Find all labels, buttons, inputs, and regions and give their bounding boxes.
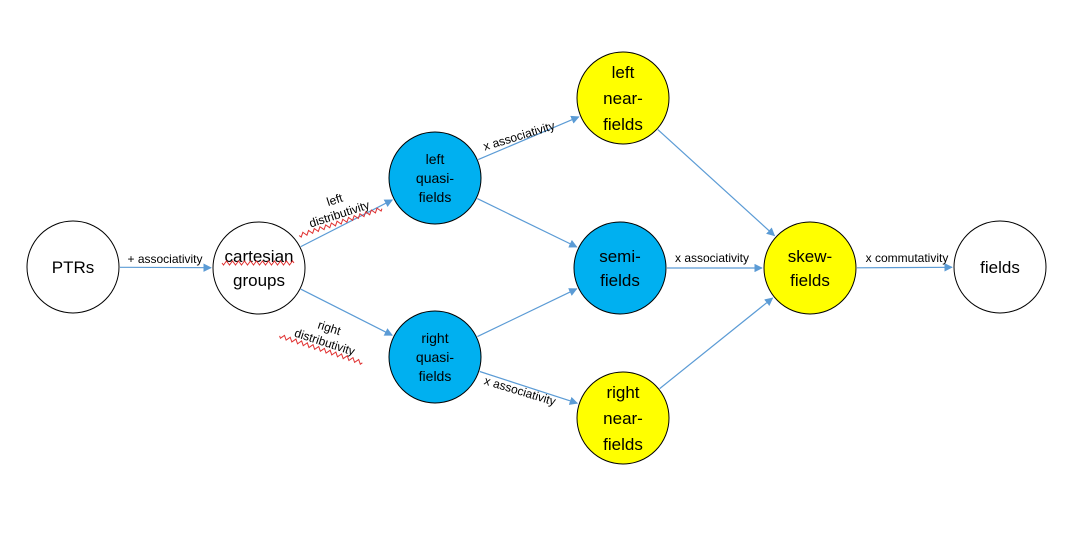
- edge-label: x associativity: [483, 373, 558, 408]
- node-label: right: [606, 383, 639, 402]
- edge-label-group: x associativity: [483, 373, 558, 408]
- node-label: left: [426, 151, 445, 167]
- node-label: skew-: [788, 247, 832, 266]
- edge-label: x commutativity: [866, 251, 949, 265]
- node-label: fields: [419, 368, 452, 384]
- edge-right-near-fields-to-skew-fields: [659, 297, 774, 390]
- edge-skew-fields-to-fields: [856, 263, 953, 272]
- node-label: left: [612, 63, 635, 82]
- edge-label: + associativity: [127, 252, 202, 266]
- edge-label: x associativity: [675, 251, 749, 265]
- node-cartesian-groups: cartesian groups: [212, 221, 306, 315]
- node-label: fields: [600, 271, 640, 290]
- node-skew-fields: skew-fields: [763, 221, 857, 315]
- node-circle: [26, 220, 120, 314]
- edge-label: x associativity: [482, 118, 557, 153]
- node-circle: [388, 310, 482, 404]
- edges-layer: [119, 115, 953, 405]
- node-circle: [388, 131, 482, 225]
- node-label: quasi-: [416, 170, 454, 186]
- edge-right-quasi-fields-to-semi-fields: [477, 288, 578, 338]
- node-label: PTRs: [52, 258, 95, 277]
- edge-label-group: x commutativity: [866, 251, 949, 265]
- node-right-quasi-fields: right quasi-fields: [388, 310, 482, 404]
- node-circle: [763, 221, 857, 315]
- edge-right-quasi-fields-to-right-near-fields: [479, 370, 579, 405]
- edge-left-quasi-fields-to-left-near-fields: [477, 115, 580, 161]
- spellcheck-underline: [221, 260, 295, 266]
- node-label: quasi-: [416, 349, 454, 365]
- node-circle: [576, 371, 670, 465]
- node-label: fields: [980, 258, 1020, 277]
- spellcheck-underline: [298, 207, 383, 238]
- edge-left-near-fields-to-skew-fields: [657, 129, 776, 237]
- node-circle: [576, 51, 670, 145]
- nodes-layer: PTRscartesiangroupsleftquasi-fieldsright…: [26, 51, 1047, 465]
- node-label: semi-: [599, 247, 641, 266]
- edge-cartesian-groups-to-right-quasi-fields: [300, 288, 393, 336]
- node-left-near-fields: left near-fields: [576, 51, 670, 145]
- node-circle: [953, 220, 1047, 314]
- node-label: right: [421, 330, 448, 346]
- edge-label-group: + associativity: [127, 252, 202, 266]
- node-label: fields: [419, 189, 452, 205]
- node-label: near-: [603, 89, 643, 108]
- spellcheck-underline: [279, 334, 363, 366]
- node-circle: [212, 221, 306, 315]
- node-right-near-fields: right near-fields: [576, 371, 670, 465]
- edge-label-group: x associativity: [482, 118, 557, 153]
- node-label: fields: [603, 435, 643, 454]
- node-circle: [573, 221, 667, 315]
- node-semi-fields: semi-fields: [573, 221, 667, 315]
- edge-label-group: x associativity: [675, 251, 749, 265]
- node-label: cartesian: [225, 247, 294, 266]
- edge-label: left: [325, 191, 345, 209]
- node-fields: fields: [953, 220, 1047, 314]
- node-ptrs: PTRs: [26, 220, 120, 314]
- node-label: fields: [790, 271, 830, 290]
- edge-left-quasi-fields-to-semi-fields: [477, 198, 578, 248]
- node-left-quasi-fields: left quasi-fields: [388, 131, 482, 225]
- node-label: fields: [603, 115, 643, 134]
- node-label: near-: [603, 409, 643, 428]
- node-label: groups: [233, 271, 285, 290]
